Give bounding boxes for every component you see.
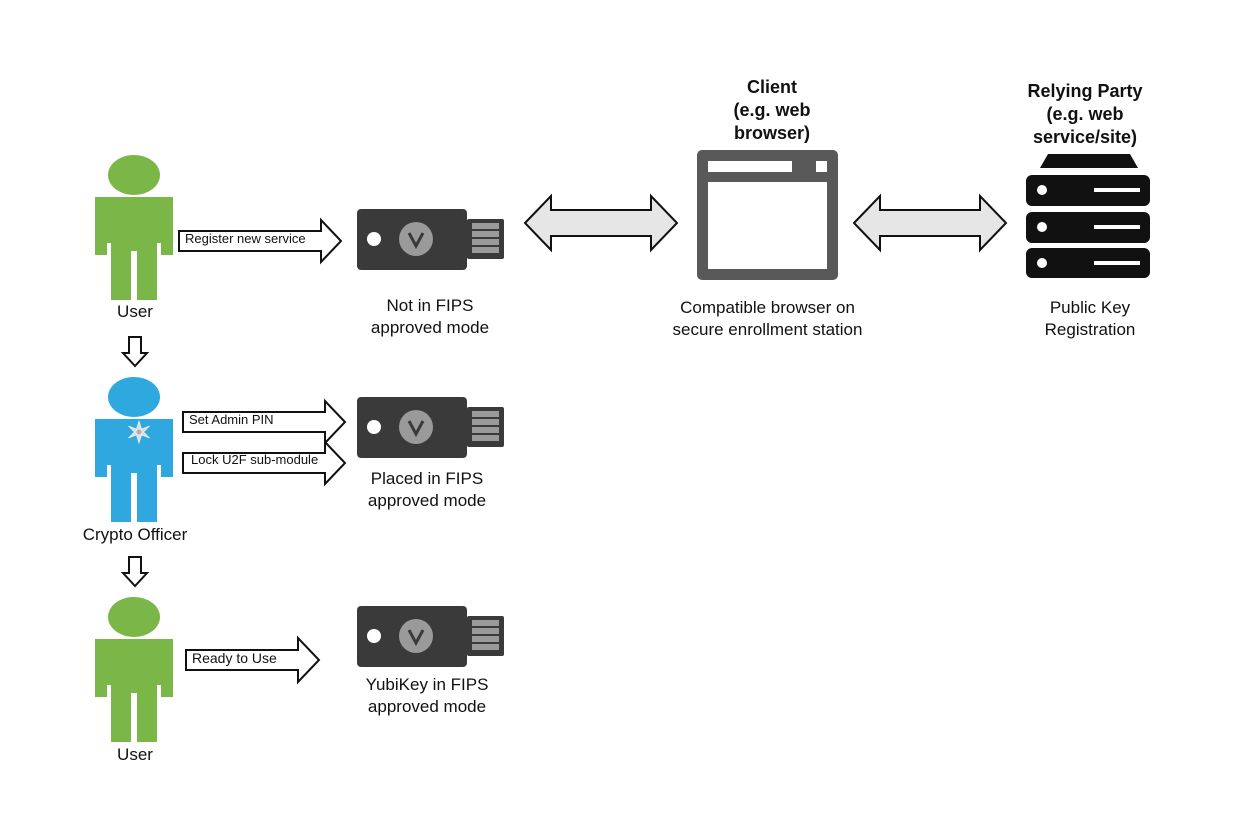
device-caption-ready-fips: YubiKey in FIPS approved mode	[365, 675, 489, 716]
down-arrow-icon	[120, 556, 150, 588]
person-icon	[95, 155, 173, 300]
person-icon	[95, 597, 173, 742]
lock-u2f-arrow-label: Lock U2F sub-module	[191, 452, 319, 467]
actor-label-crypto-officer: Crypto Officer	[82, 525, 188, 544]
down-arrow-icon	[120, 336, 150, 368]
client-caption: Compatible browser on secure enrollment …	[672, 298, 863, 339]
lock-u2f-arrow	[182, 439, 347, 487]
register-arrow-label: Register new service	[185, 231, 306, 246]
double-arrow-device-client	[523, 193, 679, 253]
ready-arrow-label: Ready to Use	[192, 650, 277, 666]
register-arrow	[178, 217, 343, 265]
double-arrow-client-server	[852, 193, 1008, 253]
ready-arrow	[185, 635, 321, 685]
yubikey-icon	[357, 397, 504, 458]
yubikey-icon	[357, 606, 504, 667]
server-icon	[1026, 154, 1150, 278]
star-badge-icon	[128, 419, 150, 445]
yubikey-icon	[357, 209, 504, 270]
set-admin-pin-arrow	[182, 398, 347, 446]
relying-party-caption: Public Key Registration	[1044, 298, 1136, 339]
actor-label-user-top: User	[117, 302, 153, 321]
set-admin-pin-arrow-label: Set Admin PIN	[189, 412, 274, 427]
device-caption-placed-fips: Placed in FIPS approved mode	[367, 469, 487, 510]
client-heading: Client (e.g. web browser)	[733, 77, 811, 143]
person-with-star-icon	[95, 377, 173, 522]
device-caption-not-fips: Not in FIPS approved mode	[370, 296, 490, 337]
browser-window-icon	[697, 150, 838, 280]
actor-label-user-bottom: User	[117, 745, 153, 764]
relying-party-heading: Relying Party (e.g. web service/site)	[1027, 81, 1143, 147]
